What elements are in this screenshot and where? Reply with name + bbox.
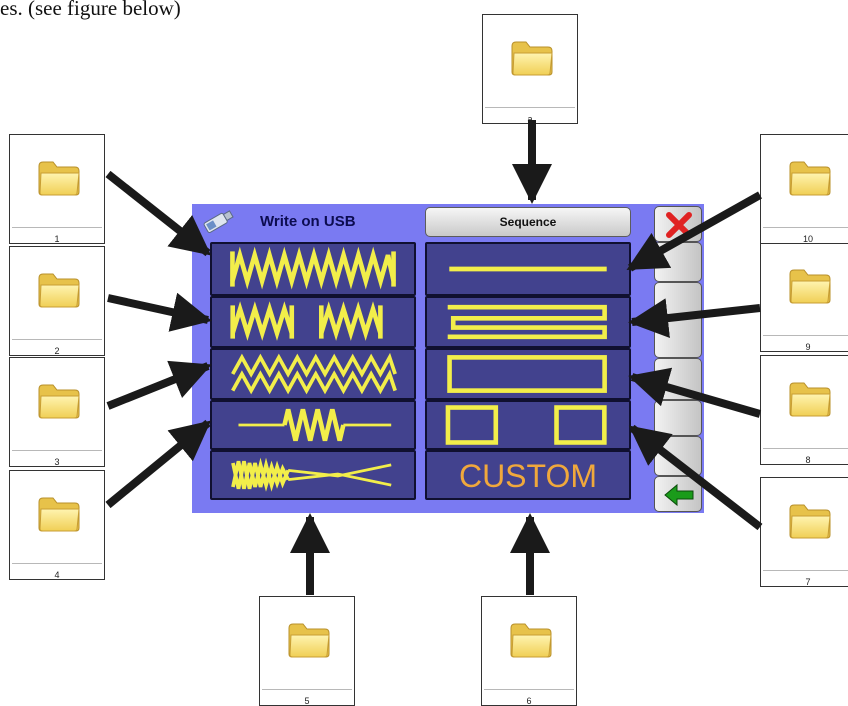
pattern-straight-line-graphic — [449, 266, 607, 272]
pattern-line-zigzag-line-graphic — [238, 408, 392, 442]
arrow-2 — [107, 292, 212, 332]
write-usb-panel: Write on USB Sequence — [192, 204, 704, 513]
folder-label: 7 — [805, 577, 811, 587]
custom-label: CUSTOM — [458, 458, 598, 494]
arrow-10 — [626, 191, 762, 272]
folder-card-6[interactable]: 6 — [481, 596, 577, 706]
pattern-rectangle[interactable] — [425, 348, 631, 400]
pattern-serpentine[interactable] — [425, 296, 631, 348]
back-arrow-icon — [664, 483, 694, 507]
folder-card-3[interactable]: 3 — [9, 357, 105, 467]
folder-label: 8 — [805, 455, 811, 465]
arrow-1 — [105, 170, 212, 257]
pattern-zigzag-split[interactable] — [210, 296, 416, 348]
pattern-zigzag-graphic — [230, 246, 396, 290]
folder-card-9[interactable]: 9 — [760, 242, 848, 352]
pattern-two-squares[interactable] — [425, 400, 631, 450]
folder-label: a — [527, 114, 533, 124]
pattern-double-zigzag-graphic — [231, 352, 397, 395]
folder-label: 3 — [54, 457, 60, 467]
pattern-serpentine-graphic — [447, 304, 607, 340]
pattern-zigzag[interactable] — [210, 242, 416, 296]
folder-label: 9 — [805, 342, 811, 352]
arrow-4 — [105, 419, 212, 509]
panel-title: Write on USB — [260, 213, 356, 230]
pattern-line-zigzag-line[interactable] — [210, 400, 416, 450]
folder-label: 10 — [802, 234, 813, 244]
folder-card-10[interactable]: 10 — [760, 134, 848, 244]
folder-card-4[interactable]: 4 — [9, 470, 105, 580]
folder-label: 2 — [54, 346, 60, 356]
folder-card-1[interactable]: 1 — [9, 134, 105, 244]
folder-label: 4 — [54, 570, 60, 580]
pattern-rectangle-graphic — [447, 355, 607, 393]
pattern-taper[interactable] — [210, 450, 416, 500]
intro-text: es. (see figure below) — [0, 0, 181, 20]
arrow-8 — [628, 367, 762, 418]
back-button[interactable] — [654, 476, 702, 512]
folder-label: 1 — [54, 234, 60, 244]
pattern-taper-graphic — [231, 457, 392, 492]
arrow-3 — [106, 360, 212, 410]
custom-button[interactable]: CUSTOM — [425, 450, 631, 500]
folder-card-2[interactable]: 2 — [9, 246, 105, 356]
pattern-straight-line[interactable] — [425, 242, 631, 296]
pattern-zigzag-split-graphic — [230, 301, 383, 341]
arrow-7 — [628, 424, 763, 531]
sequence-button[interactable]: Sequence — [425, 207, 631, 237]
arrow-9 — [628, 298, 761, 338]
folder-card-7[interactable]: 7 — [760, 477, 848, 587]
pattern-two-squares-graphic — [445, 405, 607, 445]
close-icon — [666, 212, 692, 238]
folder-card-a[interactable]: a — [482, 14, 578, 124]
